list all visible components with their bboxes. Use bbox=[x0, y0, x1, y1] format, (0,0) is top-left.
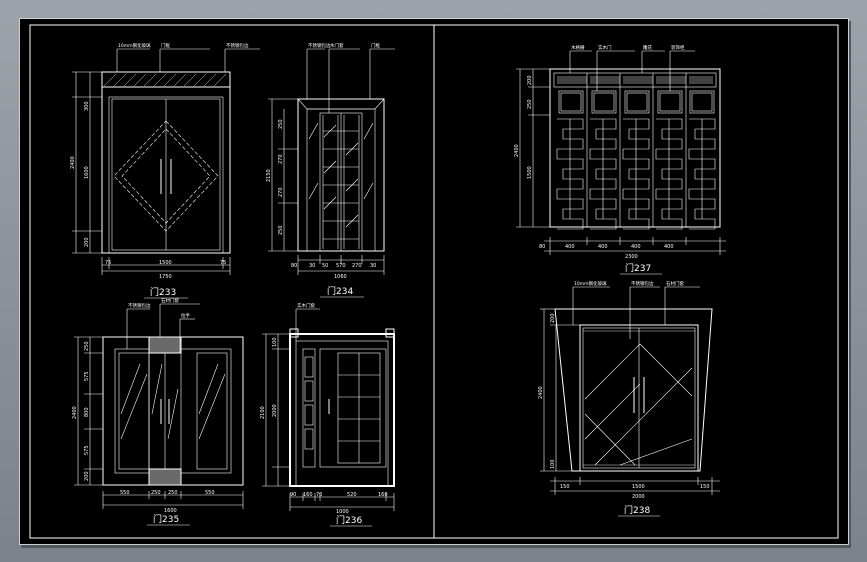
door-238-dim-h0: 150 bbox=[560, 484, 570, 490]
door-233-dim-h1: 1500 bbox=[159, 260, 172, 266]
door-233-dim-v3: 200 bbox=[84, 237, 90, 247]
door-233-dim-v0: 2400 bbox=[70, 156, 76, 169]
door-236-dim-h4: 160 bbox=[378, 492, 388, 498]
door-238-note-2: 石材门套 bbox=[666, 280, 684, 287]
door-237-note-3: 装饰柜 bbox=[671, 44, 685, 51]
door-236-dim-h0: 90 bbox=[290, 492, 296, 498]
door-238-note-1: 不锈钢包边 bbox=[631, 280, 654, 287]
door-238-dim-h3: 2000 bbox=[632, 494, 645, 500]
door-234-dim-h4: 270 bbox=[352, 263, 362, 269]
door-235-note-1: 石材门套 bbox=[161, 297, 179, 304]
door-235-dim-v2: 575 bbox=[84, 371, 90, 381]
door-236-elevation bbox=[262, 308, 395, 511]
door-238-dim-v0: 2400 bbox=[538, 386, 544, 399]
door-237-dim-h1: 400 bbox=[565, 244, 575, 250]
door-238-dim-v2: 100 bbox=[550, 459, 556, 469]
door-235-dim-v3: 800 bbox=[84, 407, 90, 417]
door-236-note-0: 实木门套 bbox=[297, 302, 315, 309]
door-237-elevation bbox=[516, 50, 726, 255]
door-234-dim-v1: 250 bbox=[278, 119, 284, 129]
door-235-dim-v0: 2400 bbox=[72, 406, 78, 419]
door-235-dim-h1: 250 bbox=[151, 490, 161, 496]
door-235-dim-h4: 1600 bbox=[164, 508, 177, 514]
door-234-elevation bbox=[268, 48, 395, 275]
door-235-dim-h2: 250 bbox=[168, 490, 178, 496]
door-234-dim-h0: 80 bbox=[291, 263, 297, 269]
door-238-caption: 门238 bbox=[624, 504, 650, 516]
door-234-dim-h5: 30 bbox=[370, 263, 376, 269]
door-233-dim-v2: 300 bbox=[84, 101, 90, 111]
door-236-dim-v0: 2100 bbox=[260, 406, 266, 419]
door-237-dim-h4: 400 bbox=[664, 244, 674, 250]
door-233-dim-h3: 1750 bbox=[159, 274, 172, 280]
door-234-note-1: 木门套 bbox=[330, 42, 344, 49]
door-237-note-0: 木格栅 bbox=[571, 44, 585, 51]
door-233-dim-h2: 75 bbox=[220, 260, 226, 266]
door-235-caption: 门235 bbox=[153, 513, 179, 525]
door-238-elevation bbox=[540, 286, 720, 495]
drawing-sheet[interactable]: 10mm钢化玻璃 门框 不锈钢包边 75 1500 75 1750 2400 1… bbox=[19, 18, 849, 545]
door-237-dim-v2: 200 bbox=[527, 75, 533, 85]
door-233-note-0: 10mm钢化玻璃 bbox=[118, 42, 151, 49]
door-237-note-2: 雕花 bbox=[643, 44, 652, 51]
door-236-dim-h5: 1000 bbox=[336, 509, 349, 515]
door-233-elevation bbox=[72, 48, 260, 275]
door-235-elevation bbox=[74, 303, 244, 509]
door-233-note-1: 门框 bbox=[161, 42, 170, 49]
door-237-caption: 门237 bbox=[625, 262, 651, 274]
door-235-dim-h0: 550 bbox=[120, 490, 130, 496]
door-237-note-1: 实木门 bbox=[598, 44, 612, 51]
door-234-dim-v4: 250 bbox=[278, 225, 284, 235]
door-238-note-0: 10mm钢化玻璃 bbox=[574, 280, 607, 287]
door-238-dim-h2: 150 bbox=[700, 484, 710, 490]
door-233-caption: 门233 bbox=[150, 286, 176, 298]
door-236-caption: 门236 bbox=[336, 514, 362, 526]
door-235-dim-h3: 550 bbox=[205, 490, 215, 496]
door-233-dim-h0: 75 bbox=[105, 260, 111, 266]
door-233-note-2: 不锈钢包边 bbox=[226, 42, 249, 49]
door-237-dim-v1: 1500 bbox=[527, 166, 533, 179]
door-235-note-0: 不锈钢包边 bbox=[128, 302, 151, 309]
drawing-canvas: 10mm钢化玻璃 门框 不锈钢包边 75 1500 75 1750 2400 1… bbox=[29, 24, 839, 539]
door-236-dim-v2: 2000 bbox=[272, 404, 278, 417]
door-234-dim-v2: 270 bbox=[278, 154, 284, 164]
door-235-note-2: 拉手 bbox=[181, 312, 190, 319]
door-234-dim-v3: 270 bbox=[278, 187, 284, 197]
door-234-dim-h6: 1060 bbox=[334, 274, 347, 280]
door-235-dim-v5: 200 bbox=[84, 471, 90, 481]
door-234-caption: 门234 bbox=[327, 285, 353, 297]
door-236-dim-v1: 100 bbox=[272, 337, 278, 347]
door-235-dim-v4: 575 bbox=[84, 445, 90, 455]
door-236-dim-h2: 70 bbox=[316, 492, 322, 498]
door-237-dim-h0: 80 bbox=[539, 244, 545, 250]
door-237-dim-v0: 2400 bbox=[514, 144, 520, 157]
door-235-dim-v1: 250 bbox=[84, 341, 90, 351]
door-237-dim-h3: 400 bbox=[631, 244, 641, 250]
door-237-dim-h5: 2300 bbox=[625, 254, 638, 260]
door-237-dim-v3: 250 bbox=[527, 99, 533, 109]
door-238-dim-v1: 200 bbox=[550, 313, 556, 323]
door-234-note-2: 门框 bbox=[371, 42, 380, 49]
door-234-dim-h2: 50 bbox=[322, 263, 328, 269]
door-234-dim-h3: 570 bbox=[336, 263, 346, 269]
door-234-note-0: 不锈钢包边 bbox=[308, 42, 331, 49]
door-238-dim-h1: 1500 bbox=[632, 484, 645, 490]
door-236-dim-h3: 520 bbox=[347, 492, 357, 498]
door-233-dim-v1: 1600 bbox=[84, 166, 90, 179]
door-234-dim-h1: 30 bbox=[309, 263, 315, 269]
door-236-dim-h1: 160 bbox=[303, 492, 313, 498]
door-237-lattice bbox=[556, 118, 716, 230]
door-234-dim-v0: 2150 bbox=[266, 169, 272, 182]
door-237-dim-h2: 400 bbox=[598, 244, 608, 250]
